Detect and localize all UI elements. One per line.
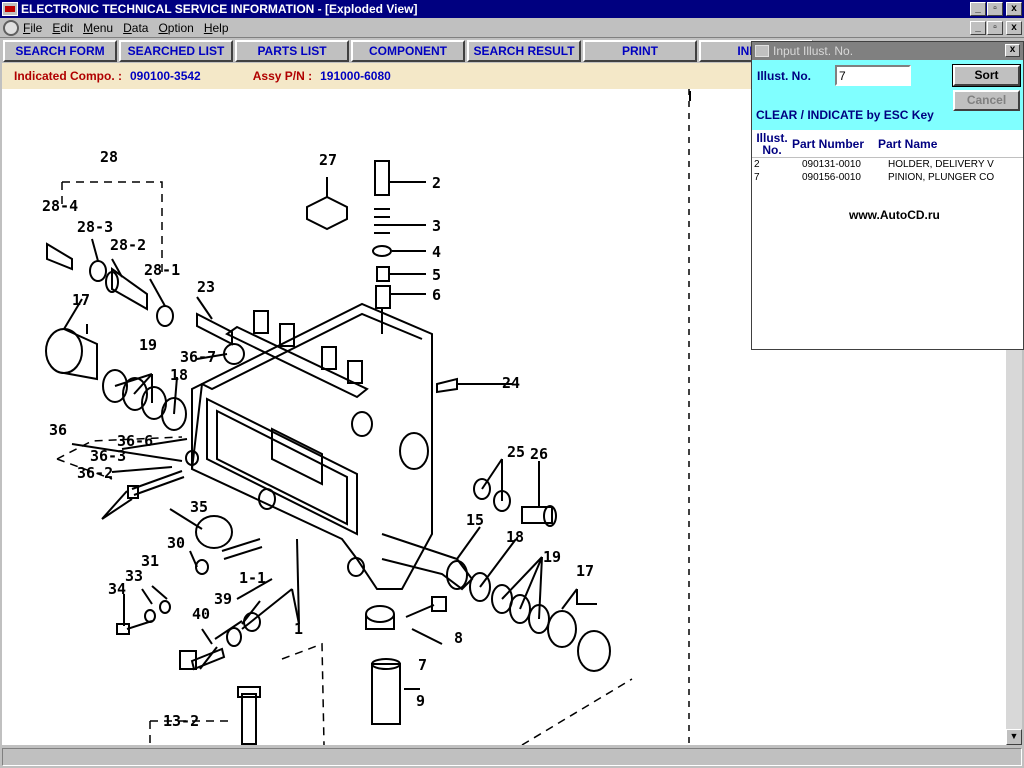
col-part-name: Part Name: [878, 137, 938, 151]
assy-pn-label: Assy P/N :: [252, 69, 313, 83]
row-part-number: 090156-0010: [802, 172, 861, 183]
illust-no-input[interactable]: [835, 65, 911, 86]
indicated-compo-value: 090100-3542: [130, 69, 201, 83]
indicated-compo-label: Indicated Compo. :: [14, 69, 122, 83]
callout-label[interactable]: 36-3: [90, 447, 126, 465]
callout-label[interactable]: 36: [49, 421, 67, 439]
dialog-close-button[interactable]: x: [1005, 44, 1020, 57]
search-form-button[interactable]: SEARCH FORM: [3, 40, 117, 62]
callout-label[interactable]: 19: [139, 336, 157, 354]
component-button[interactable]: COMPONENT: [351, 40, 465, 62]
callout-label[interactable]: 8: [454, 629, 463, 647]
row-part-name: HOLDER, DELIVERY V: [888, 159, 994, 170]
callout-label[interactable]: 18: [170, 366, 188, 384]
callout-label[interactable]: 18: [506, 528, 524, 546]
callout-label[interactable]: 36-6: [117, 432, 153, 450]
callout-label[interactable]: 36-7: [180, 348, 216, 366]
callout-label[interactable]: 9: [416, 692, 425, 710]
child-restore-button[interactable]: ▫: [987, 21, 1003, 35]
exploded-view-labels: 28 28-4 28-3 28-2 28-1 27 2 3 4 5 6 17 1…: [42, 148, 594, 730]
table-row[interactable]: 2 090131-0010 HOLDER, DELIVERY V: [752, 158, 1023, 171]
row-illust: 7: [754, 172, 760, 183]
callout-label[interactable]: 30: [167, 534, 185, 552]
callout-label[interactable]: 28-1: [144, 261, 180, 279]
row-part-name: PINION, PLUNGER CO: [888, 172, 995, 183]
callout-label[interactable]: 33: [125, 567, 143, 585]
row-illust: 2: [754, 159, 760, 170]
callout-label[interactable]: 2: [432, 174, 441, 192]
assy-pn-value: 191000-6080: [320, 69, 391, 83]
sort-button[interactable]: Sort: [952, 64, 1021, 87]
esc-hint: CLEAR / INDICATE by ESC Key: [756, 108, 934, 122]
dialog-title-bar: Input Illust. No. x: [752, 42, 1023, 60]
close-button[interactable]: x: [1006, 2, 1022, 16]
callout-label[interactable]: 1-1: [239, 569, 266, 587]
callout-label[interactable]: 26: [530, 445, 548, 463]
title-bar: ELECTRONIC TECHNICAL SERVICE INFORMATION…: [0, 0, 1024, 18]
callout-label[interactable]: 27: [319, 151, 337, 169]
child-minimize-button[interactable]: _: [970, 21, 986, 35]
document-icon[interactable]: [3, 19, 19, 36]
callout-label[interactable]: 28: [100, 148, 118, 166]
callout-label[interactable]: 35: [190, 498, 208, 516]
callout-label[interactable]: 40: [192, 605, 210, 623]
callout-label[interactable]: 36-2: [77, 464, 113, 482]
maximize-button[interactable]: ▫: [987, 2, 1003, 16]
callout-label[interactable]: 7: [418, 656, 427, 674]
callout-label[interactable]: 34: [108, 580, 126, 598]
menu-help[interactable]: Help: [203, 20, 229, 35]
menu-file[interactable]: File: [23, 20, 43, 35]
watermark-text: www.AutoCD.ru: [849, 208, 940, 222]
callout-label[interactable]: 24: [502, 374, 520, 392]
col-part-number: Part Number: [792, 137, 865, 151]
callout-label[interactable]: 39: [214, 590, 232, 608]
scroll-down-icon[interactable]: ▼: [1006, 729, 1022, 745]
window-controls: _ ▫ x: [969, 2, 1022, 16]
searched-list-button[interactable]: SEARCHED LIST: [119, 40, 233, 62]
callout-label[interactable]: 25: [507, 443, 525, 461]
parts-list-button[interactable]: PARTS LIST: [235, 40, 349, 62]
callout-label[interactable]: 3: [432, 217, 441, 235]
callout-label[interactable]: 17: [72, 291, 90, 309]
menu-bar: File Edit Menu Data Option Help _ ▫ x: [0, 18, 1024, 38]
dialog-app-icon: [755, 45, 769, 57]
child-window-controls: _ ▫ x: [969, 21, 1022, 35]
col-illust-no: Illust. No.: [756, 131, 788, 157]
menu-data[interactable]: Data: [123, 20, 149, 35]
callout-label[interactable]: 1: [294, 620, 303, 638]
exploded-view-drawing[interactable]: [2, 89, 1006, 745]
callout-label[interactable]: 31: [141, 552, 159, 570]
menu-edit[interactable]: Edit: [52, 20, 74, 35]
status-bar: [2, 748, 1022, 766]
callout-label[interactable]: 17: [576, 562, 594, 580]
dialog-input-panel: Illust. No. Sort Cancel CLEAR / INDICATE…: [752, 60, 1023, 130]
callout-label[interactable]: 28-3: [77, 218, 113, 236]
minimize-button[interactable]: _: [970, 2, 986, 16]
menu-menu[interactable]: Menu: [83, 20, 114, 35]
callout-label[interactable]: 4: [432, 243, 441, 261]
table-row[interactable]: 7 090156-0010 PINION, PLUNGER CO: [752, 171, 1023, 184]
input-illust-dialog: Input Illust. No. x Illust. No. Sort Can…: [751, 41, 1024, 350]
menu-option[interactable]: Option: [158, 20, 194, 35]
dialog-title: Input Illust. No.: [773, 44, 854, 58]
callout-label[interactable]: 28-4: [42, 197, 78, 215]
illust-no-label: Illust. No.: [757, 69, 811, 83]
callout-label[interactable]: 19: [543, 548, 561, 566]
callout-label[interactable]: 15: [466, 511, 484, 529]
callout-label[interactable]: 23: [197, 278, 215, 296]
cancel-button[interactable]: Cancel: [953, 90, 1020, 111]
callout-label[interactable]: 28-2: [110, 236, 146, 254]
row-part-number: 090131-0010: [802, 159, 861, 170]
app-icon: [2, 2, 18, 16]
parts-table-header: Illust. No. Part Number Part Name: [752, 130, 1023, 158]
window-title: ELECTRONIC TECHNICAL SERVICE INFORMATION…: [21, 2, 418, 16]
callout-label[interactable]: 6: [432, 286, 441, 304]
child-close-button[interactable]: x: [1006, 21, 1022, 35]
callout-label[interactable]: 13-2: [163, 712, 199, 730]
callout-label[interactable]: 5: [432, 266, 441, 284]
print-button[interactable]: PRINT: [583, 40, 697, 62]
search-result-button[interactable]: SEARCH RESULT: [467, 40, 581, 62]
